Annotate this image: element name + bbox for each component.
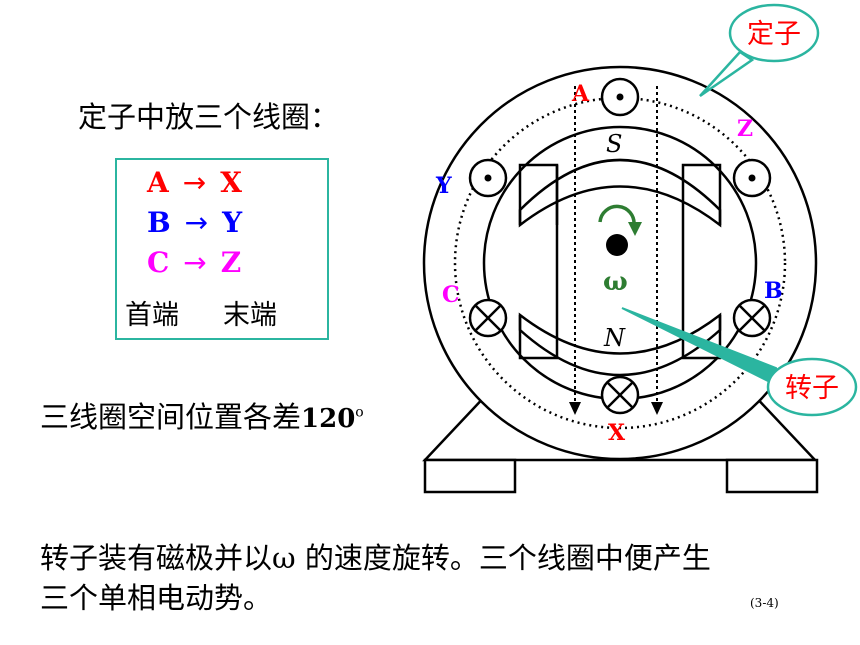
label-y: Y [435,173,452,199]
coil-pair-c-z: C → Z [147,246,241,279]
degree-mark: o [355,404,364,421]
callout-stator-tail [699,50,755,98]
label-z: Z [737,116,753,142]
spacing-text: 三线圈空间位置各差120o [40,394,364,436]
base-foot-left [423,458,517,494]
page-number: (3-4) [750,596,779,610]
coil-end-y: Y [222,206,243,239]
tail-end-label: 末端 [223,300,277,331]
label-a: A [571,81,590,107]
coil-pair-a-x: A → X [147,166,242,199]
description: 转子装有磁极并以ω 的速度旋转。三个线圈中便产生 三个单相电动势。 [40,538,711,618]
coil-y [468,158,508,198]
callout-stator-bubble [728,3,820,63]
coil-start-c: C [147,246,170,279]
ends-row: 首端 末端 [125,293,277,332]
arrow-a-x: → [182,166,207,199]
callout-stator-text: 定子 [747,19,801,50]
spacing-value: 120 [301,404,356,434]
coil-end-z: Z [220,246,242,279]
callout-rotor-text: 转子 [785,373,839,404]
callout-rotor-bubble [766,357,858,417]
field-lines [574,86,658,405]
spacing-label: 三线圈空间位置各差 [40,400,302,434]
rotor-shaft-dot [606,234,628,256]
desc-omega: ω [272,541,296,575]
omega-label: ω [603,267,628,297]
rotation-arrowhead [628,222,642,236]
coil-b [732,298,772,338]
coil-pair-b-y: B → Y [147,206,242,239]
head-end-label: 首端 [125,300,179,331]
arrow-b-y: → [184,206,209,239]
rotation-arrow [598,204,636,226]
arrowhead-left [569,402,581,415]
desc-part-b: 的速度旋转。三个线圈中便产生 [295,541,711,575]
arrow-c-z: → [183,246,207,279]
rotor-left-lower [518,165,559,360]
coil-a [600,77,640,117]
coil-end-x: X [220,166,242,199]
coil-mapping-box: A → X B → Y C → Z 首端 末端 [115,158,329,340]
pole-s-label: S [606,130,622,158]
description-line2: 三个单相电动势。 [40,581,273,615]
label-b: B [764,278,783,304]
coil-c [468,298,508,338]
pole-n-label: N [603,324,626,352]
coil-start-b: B [147,206,171,239]
callout-rotor: 转子 [621,307,858,417]
coil-z [732,158,772,198]
coil-x [600,375,640,415]
heading: 定子中放三个线圈： [78,100,340,134]
arrowhead-right [651,402,663,415]
callout-stator: 定子 [699,3,820,98]
desc-part-a: 转子装有磁极并以 [40,541,273,575]
base-foot-right [725,458,819,494]
label-x: X [608,420,626,446]
label-c: C [442,282,460,308]
field-arrowheads [569,402,663,415]
description-line1: 转子装有磁极并以ω 的速度旋转。三个线圈中便产生 [40,538,711,578]
coil-path-dotted [453,96,787,430]
coil-start-a: A [147,166,169,199]
